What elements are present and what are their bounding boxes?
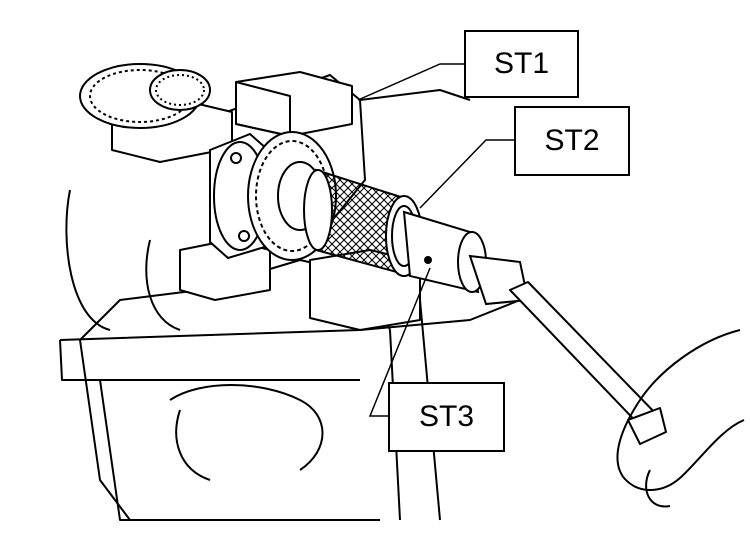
gear-cluster — [79, 63, 211, 129]
callout-st2-text: ST2 — [544, 124, 600, 157]
leader-lines — [357, 63, 514, 417]
callout-st3: ST3 — [388, 382, 505, 452]
vise-body — [59, 74, 521, 521]
wrench-handle — [509, 281, 667, 445]
socket-tool — [402, 210, 530, 306]
hand — [616, 329, 745, 508]
callout-st3-text: ST3 — [418, 400, 475, 433]
callout-st1-text: ST1 — [493, 47, 550, 80]
callout-st1: ST1 — [464, 30, 579, 98]
callout-st2: ST2 — [514, 106, 630, 176]
